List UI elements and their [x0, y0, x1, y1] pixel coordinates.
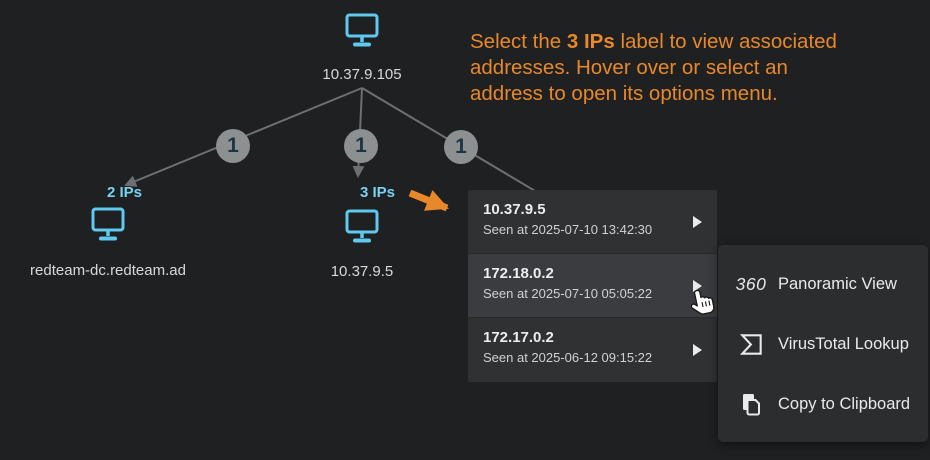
ip-seen-timestamp: Seen at 2025-07-10 13:42:30 [483, 222, 653, 237]
copy-icon [737, 392, 765, 416]
instruction-line-2: addresses. Hover over or select an [470, 56, 788, 79]
ip-row[interactable]: 10.37.9.5 Seen at 2025-07-10 13:42:30 [468, 190, 717, 254]
edge-count-value: 1 [455, 135, 467, 158]
edge-count-value: 1 [355, 134, 367, 157]
edge-count-badge: 1 [444, 130, 478, 164]
edge-count-value: 1 [227, 134, 239, 157]
host-node-left[interactable] [90, 206, 126, 249]
instruction-text-segment: label to view associated [614, 30, 837, 53]
edge-count-badge: 1 [216, 129, 250, 163]
instruction-bold-3ips: 3 IPs [566, 30, 615, 53]
chevron-right-icon[interactable] [693, 215, 702, 228]
virustotal-icon [737, 332, 765, 357]
menu-item-label: Copy to Clipboard [778, 394, 911, 413]
instruction-text-segment: Select the [470, 30, 567, 53]
ip-seen-timestamp: Seen at 2025-07-10 05:05:22 [483, 286, 653, 301]
menu-item-panoramic-view[interactable]: 360 Panoramic View [718, 254, 928, 314]
monitor-icon [91, 207, 125, 241]
menu-item-virustotal-lookup[interactable]: VirusTotal Lookup [718, 314, 928, 374]
middle-node-label: 10.37.9.5 [330, 263, 394, 280]
panoramic-360-icon: 360 [735, 273, 767, 294]
ip-address: 172.17.0.2 [483, 329, 554, 346]
left-node-label: redteam-dc.redteam.ad [30, 262, 186, 279]
ip-row[interactable]: 172.17.0.2 Seen at 2025-06-12 09:15:22 [468, 318, 717, 382]
ip-seen-timestamp: Seen at 2025-06-12 09:15:22 [483, 350, 653, 365]
ip-count-label-left[interactable]: 2 IPs [107, 184, 143, 201]
instruction-line-1: Select the 3 IPs label to view associate… [470, 29, 930, 55]
monitor-icon [345, 209, 379, 243]
host-node-middle[interactable] [344, 208, 380, 251]
hand-pointer-cursor [687, 286, 720, 325]
root-node-label: 10.37.9.105 [322, 66, 402, 83]
host-node-root[interactable] [344, 12, 380, 55]
ip-options-menu: 360 Panoramic View VirusTotal Lookup Cop… [718, 245, 928, 442]
chevron-right-icon[interactable] [693, 344, 702, 356]
edge-count-badge: 1 [344, 129, 378, 163]
menu-item-copy-to-clipboard[interactable]: Copy to Clipboard [718, 374, 928, 434]
chevron-right-icon[interactable] [693, 279, 702, 292]
ip-count-label-middle[interactable]: 3 IPs [360, 184, 396, 201]
callout-arrow [408, 189, 449, 212]
ip-address: 10.37.9.5 [483, 201, 546, 218]
ip-address: 172.18.0.2 [483, 265, 554, 282]
menu-item-label: Panoramic View [778, 274, 897, 293]
menu-item-label: VirusTotal Lookup [778, 334, 909, 353]
monitor-icon [345, 13, 379, 47]
ip-row[interactable]: 172.18.0.2 Seen at 2025-07-10 05:05:22 [468, 254, 717, 318]
instruction-line-3: address to open its options menu. [470, 82, 778, 105]
instruction-text: Select the 3 IPs label to view associate… [470, 29, 930, 107]
associated-ips-popup: 10.37.9.5 Seen at 2025-07-10 13:42:30 17… [468, 190, 717, 382]
